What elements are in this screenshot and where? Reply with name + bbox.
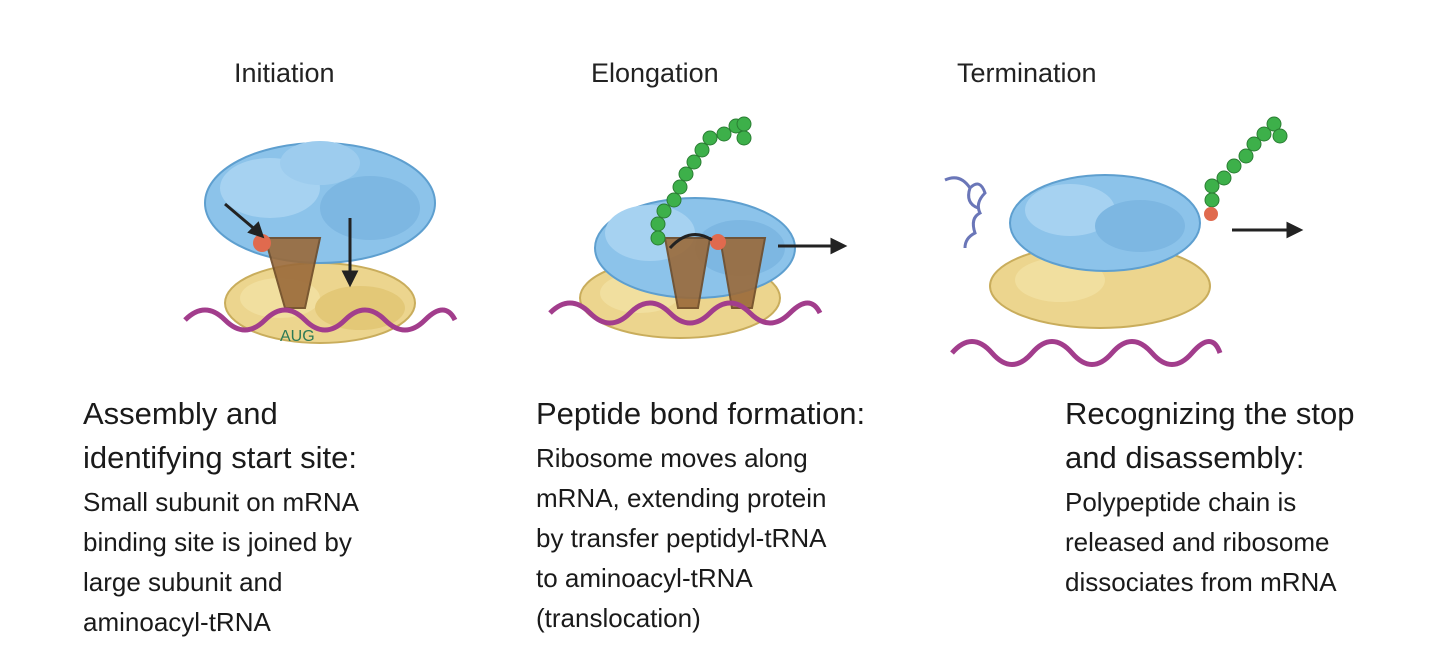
released-trna <box>944 176 987 249</box>
stage-title-termination: Termination <box>957 58 1097 88</box>
elongation-heading: Peptide bond formation: <box>536 396 866 431</box>
stage-title-elongation: Elongation <box>591 58 719 88</box>
arrow-icon <box>224 202 359 288</box>
initiation-illustration: AUG <box>183 141 458 345</box>
mrna <box>950 339 1223 367</box>
release-arrow-icon <box>1232 221 1304 239</box>
initiator-amino-acid <box>253 234 271 252</box>
peptidyl-trna <box>663 237 712 309</box>
aug-codon-label: AUG <box>280 328 315 345</box>
termination-body: Polypeptide chain is released and riboso… <box>1065 487 1337 597</box>
termination-heading: Recognizing the stop and disassembly: <box>1065 396 1355 475</box>
initiation-body: Small subunit on mRNA binding site is jo… <box>83 487 359 637</box>
released-polypeptide-chain <box>1204 116 1288 208</box>
termination-description: Recognizing the stop and disassembly: Po… <box>1065 392 1435 602</box>
mrna <box>183 307 458 333</box>
elongation-body: Ribosome moves along mRNA, extending pro… <box>536 443 827 633</box>
termination-illustration <box>944 116 1304 367</box>
aminoacyl-trna <box>718 237 767 309</box>
polypeptide-chain <box>650 116 752 246</box>
movement-arrow-icon <box>778 237 848 255</box>
initiation-description: Assembly and identifying start site: Sma… <box>83 392 463 642</box>
transfer-arrow-icon <box>668 233 713 250</box>
mrna <box>548 300 823 326</box>
large-subunit <box>204 141 436 264</box>
trna <box>263 237 322 309</box>
release-bead <box>1204 207 1218 221</box>
amino-acid <box>710 234 726 250</box>
initiation-heading: Assembly and identifying start site: <box>83 396 357 475</box>
elongation-description: Peptide bond formation: Ribosome moves a… <box>536 392 956 638</box>
elongation-illustration <box>548 116 848 339</box>
large-subunit <box>1009 174 1201 272</box>
stage-title-initiation: Initiation <box>234 58 335 88</box>
